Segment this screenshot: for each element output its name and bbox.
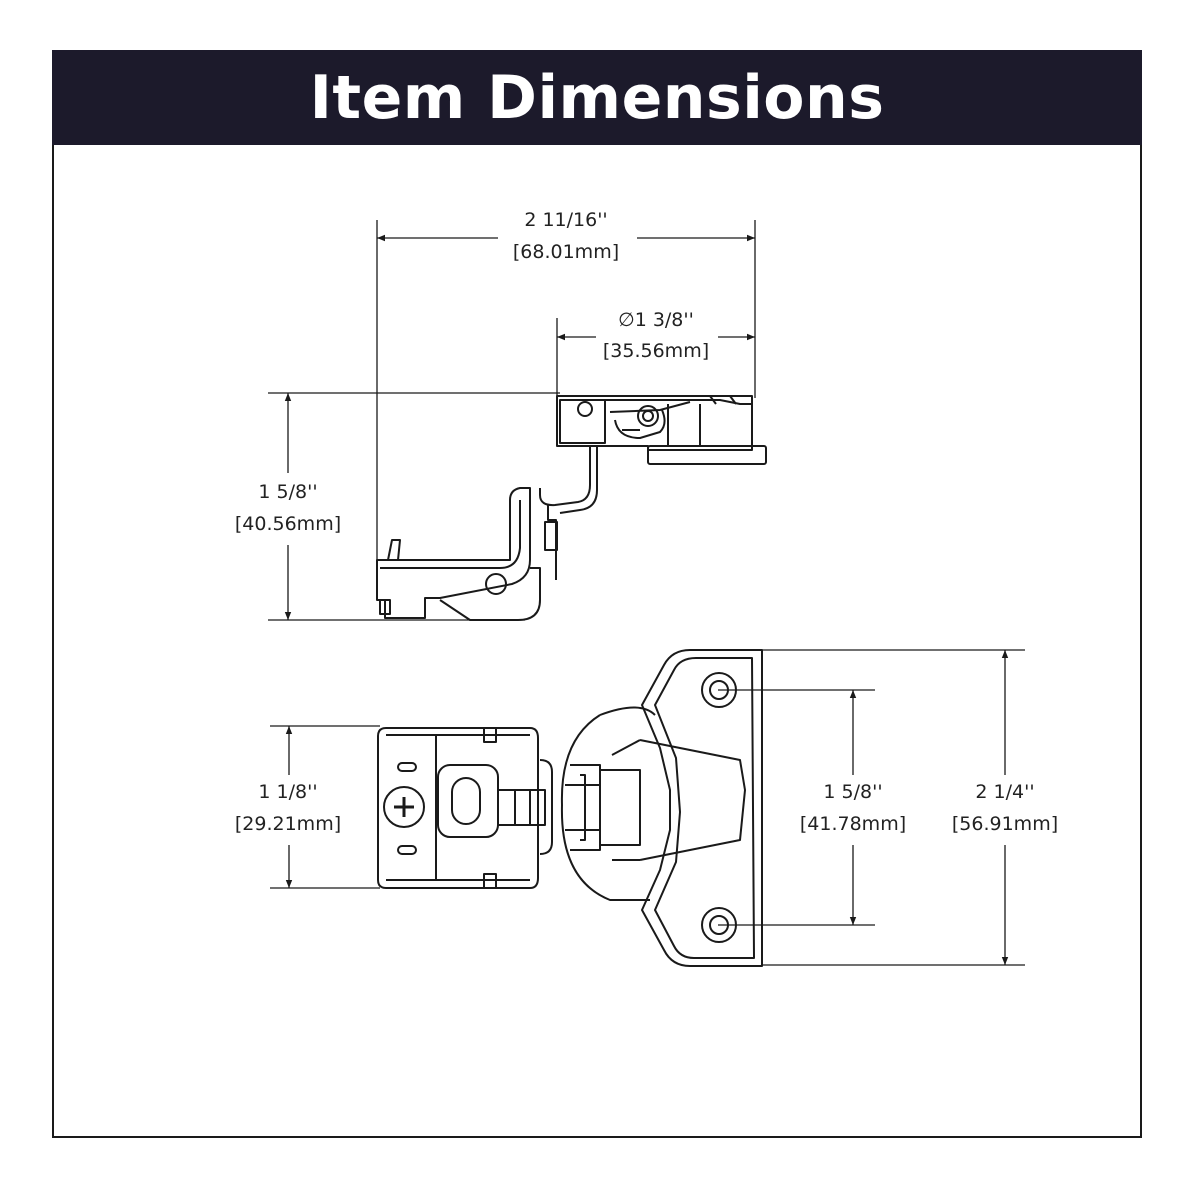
arm-width-imperial: 1 1/8'' <box>258 781 317 803</box>
screw-icon <box>383 786 425 828</box>
cup-diameter-metric: [35.56mm] <box>603 340 709 362</box>
plate-height-dimension <box>762 649 1025 966</box>
side-height-metric: [40.56mm] <box>235 513 341 535</box>
side-height-imperial: 1 5/8'' <box>258 481 317 503</box>
hole-spacing-imperial: 1 5/8'' <box>823 781 882 803</box>
side-height-label: 1 5/8'' [40.56mm] <box>235 481 341 535</box>
plate-height-label: 2 1/4'' [56.91mm] <box>952 781 1058 835</box>
cup-diameter-imperial: ∅1 3/8'' <box>618 309 694 331</box>
hole-spacing-label: 1 5/8'' [41.78mm] <box>800 781 906 835</box>
cup-diameter-label: ∅1 3/8'' [35.56mm] <box>603 309 709 362</box>
side-height-dimension <box>268 392 560 621</box>
overall-width-label: 2 11/16'' [68.01mm] <box>513 209 619 263</box>
arm-width-metric: [29.21mm] <box>235 813 341 835</box>
hole-spacing-metric: [41.78mm] <box>800 813 906 835</box>
header-bar: Item Dimensions <box>52 50 1142 145</box>
arm-width-label: 1 1/8'' [29.21mm] <box>235 781 341 835</box>
plate-height-imperial: 2 1/4'' <box>975 781 1034 803</box>
hinge-side-view <box>376 395 767 621</box>
page-title: Item Dimensions <box>309 62 885 133</box>
hinge-front-view <box>377 649 763 967</box>
plate-height-metric: [56.91mm] <box>952 813 1058 835</box>
overall-width-metric: [68.01mm] <box>513 241 619 263</box>
cup-diameter-dimension <box>556 318 755 398</box>
arm-width-dimension <box>270 725 380 889</box>
overall-width-dimension <box>376 220 756 560</box>
hole-spacing-dimension <box>718 689 875 926</box>
overall-width-imperial: 2 11/16'' <box>524 209 607 231</box>
